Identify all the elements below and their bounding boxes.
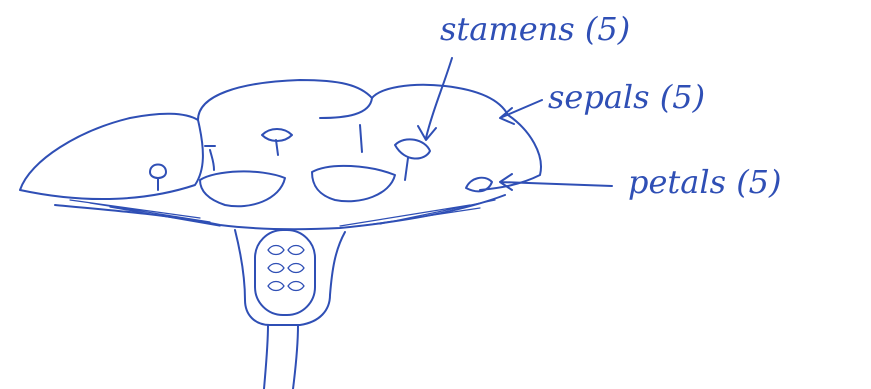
arrow-stamens bbox=[418, 58, 452, 140]
ovule-marks bbox=[268, 246, 304, 291]
stalk bbox=[264, 325, 298, 389]
arrow-sepals bbox=[500, 100, 542, 124]
ovary bbox=[255, 230, 315, 315]
sepal-right-middle bbox=[372, 85, 508, 115]
arrow-petals bbox=[500, 174, 612, 190]
stamen-4 bbox=[360, 125, 362, 152]
label-stamens: stamens (5) bbox=[440, 10, 630, 48]
petal-cup-left bbox=[200, 171, 285, 206]
annotations: stamens (5) sepals (5) petals (5) bbox=[418, 10, 782, 201]
sepal-left-middle bbox=[198, 80, 372, 120]
petal-cup-right bbox=[312, 166, 395, 201]
stamen-3 bbox=[262, 129, 292, 155]
label-sepals: sepals (5) bbox=[548, 78, 705, 116]
sepal-left bbox=[20, 114, 203, 199]
stamen-5 bbox=[395, 139, 430, 180]
flower-drawing bbox=[20, 80, 541, 389]
stem bbox=[235, 230, 345, 325]
stamen-2 bbox=[205, 146, 215, 170]
label-petals: petals (5) bbox=[628, 163, 782, 201]
stamen-1 bbox=[150, 165, 166, 191]
